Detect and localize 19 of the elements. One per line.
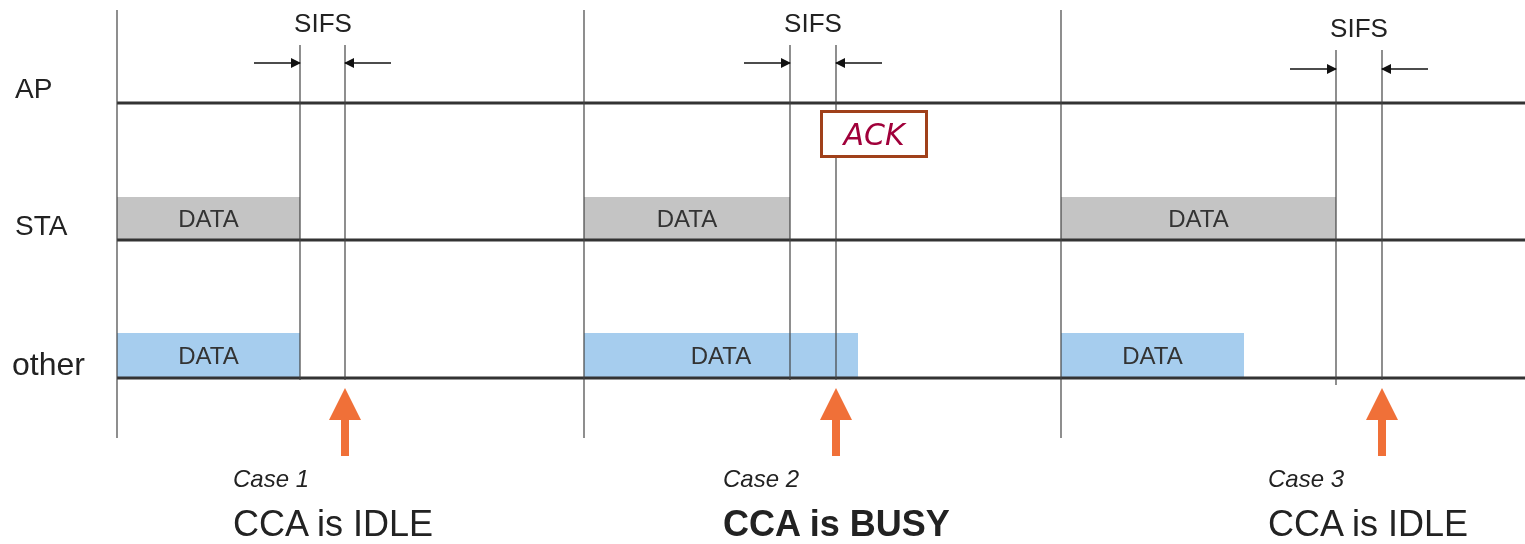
- case-label: Case 2: [723, 467, 800, 491]
- case-label: Case 1: [233, 467, 310, 491]
- case-label: Case 3: [1268, 467, 1345, 491]
- interval-label: SIFS: [1330, 15, 1388, 41]
- station-label: STA: [15, 212, 68, 240]
- station-label: other: [12, 348, 85, 380]
- data-frame-box: DATA: [117, 333, 300, 378]
- channel-state-label: CCA is BUSY: [723, 506, 950, 542]
- data-frame-box: DATA: [584, 197, 790, 240]
- ack-frame-box: ACK: [820, 110, 928, 158]
- channel-state-label: CCA is IDLE: [233, 506, 434, 542]
- data-frame-box: DATA: [1061, 197, 1336, 240]
- channel-state-label: CCA is IDLE: [1268, 506, 1469, 542]
- data-frame-box: DATA: [584, 333, 858, 378]
- station-label: AP: [15, 75, 53, 103]
- interval-label: SIFS: [294, 10, 352, 36]
- data-frame-box: DATA: [1061, 333, 1244, 378]
- data-frame-box: DATA: [117, 197, 300, 240]
- interval-label: SIFS: [784, 10, 842, 36]
